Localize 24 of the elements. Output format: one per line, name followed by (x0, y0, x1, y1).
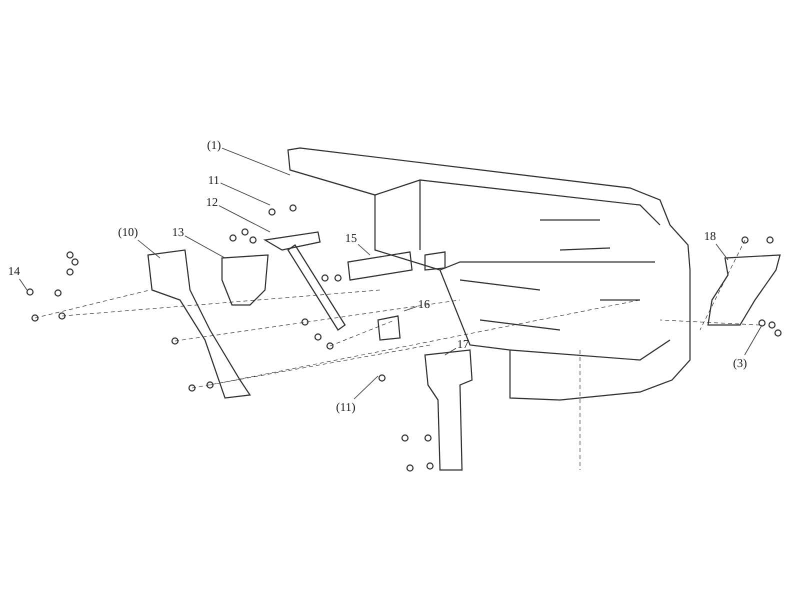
callout-number: (3) (733, 356, 747, 370)
callout-number: 17 (457, 337, 469, 351)
callout-number: (10) (118, 225, 138, 239)
leader-line (218, 205, 270, 232)
leader-line (716, 244, 728, 260)
callout-number: 13 (172, 225, 184, 239)
leader-line (404, 306, 418, 312)
callout-number: 12 (206, 195, 218, 209)
callout-number: 15 (345, 231, 357, 245)
leader-line (354, 376, 378, 400)
leader-line (444, 348, 456, 356)
leader-line (220, 182, 270, 206)
leader-line (358, 244, 370, 256)
callout-number: 14 (8, 264, 20, 278)
callout-number: (1) (207, 138, 221, 152)
leader-line (184, 235, 226, 258)
callout-number: 11 (208, 173, 220, 187)
leader-line (222, 148, 290, 176)
callout-number: 16 (418, 297, 430, 311)
callout-number: (11) (336, 400, 356, 414)
leader-line (137, 240, 160, 258)
leader-line (19, 278, 28, 290)
leader-line (744, 324, 762, 356)
callout-number: 18 (704, 229, 716, 243)
